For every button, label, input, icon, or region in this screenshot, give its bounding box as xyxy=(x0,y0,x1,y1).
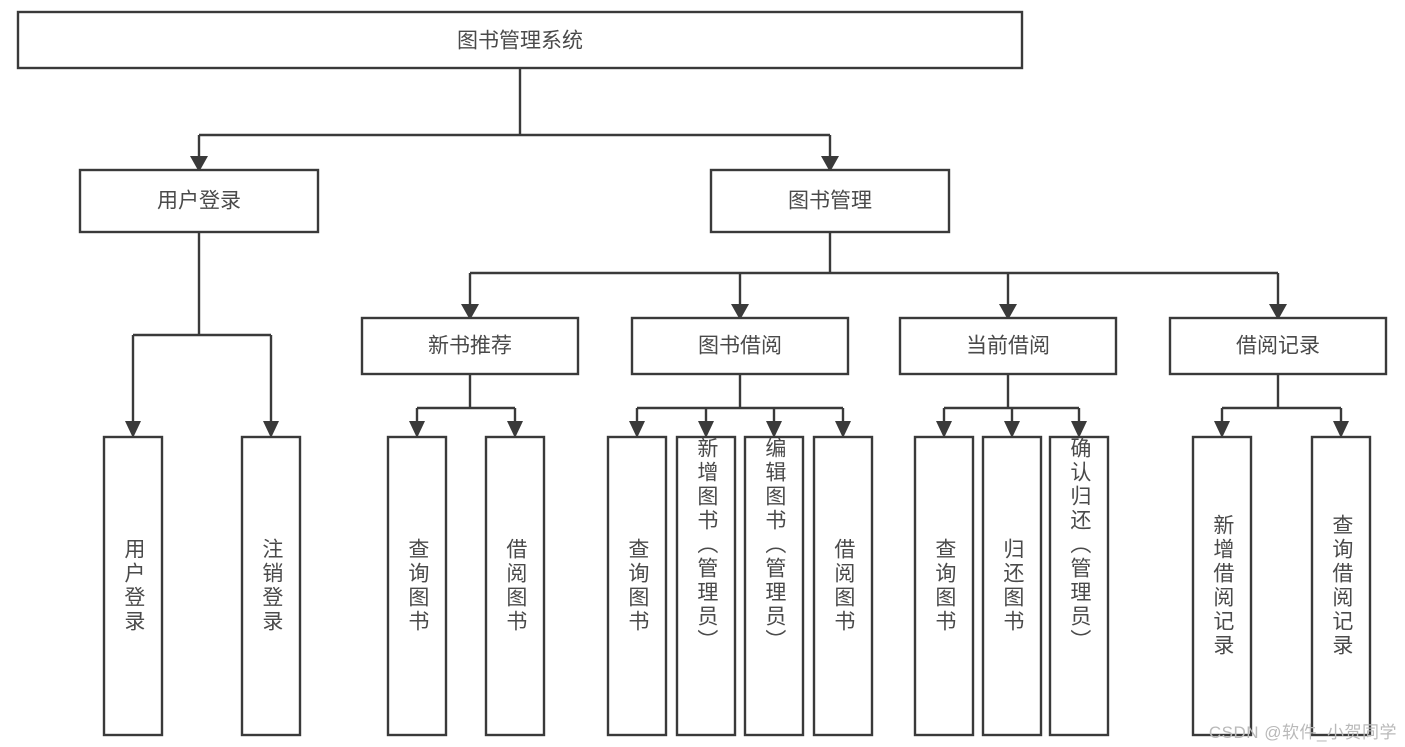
leaf-box-borrow-book-1[interactable] xyxy=(484,435,546,737)
node-borrow-record-label: 借阅记录 xyxy=(1236,335,1320,358)
leaf-box-edit-book[interactable] xyxy=(743,435,805,737)
arrowhead-leaf-add-book xyxy=(698,421,714,438)
node-book-borrow-box[interactable] xyxy=(630,316,850,376)
edge-root-trunk xyxy=(197,68,832,158)
edge-bookborrow-trunk xyxy=(635,374,845,424)
edge-userlogin-trunk xyxy=(131,232,273,424)
arrowhead-leaf-return-book xyxy=(1004,421,1020,438)
arrowhead-book-mgmt xyxy=(821,156,839,172)
node-book-management-box[interactable] xyxy=(709,168,951,234)
arrowhead-new-book-rec xyxy=(461,304,479,320)
leaf-box-confirm-return[interactable] xyxy=(1048,435,1110,737)
arrowhead-leaf-query-book-1 xyxy=(409,421,425,438)
node-new-book-recommend-label: 新书推荐 xyxy=(428,335,512,358)
leaf-box-query-book-3[interactable] xyxy=(913,435,975,737)
node-book-management-label: 图书管理 xyxy=(788,190,872,213)
leaf-box-return-book[interactable] xyxy=(981,435,1043,737)
node-book-management[interactable]: 图书管理 xyxy=(709,168,951,234)
arrowhead-leaf-borrow-book-1 xyxy=(507,421,523,438)
edge-bookmgmt-trunk xyxy=(468,232,1280,306)
leaf-box-add-book[interactable] xyxy=(675,435,737,737)
arrowhead-leaf-logout xyxy=(263,421,279,438)
node-current-borrow-box[interactable] xyxy=(898,316,1118,376)
node-current-borrow-label: 当前借阅 xyxy=(966,335,1050,358)
arrowhead-leaf-borrow-book-2 xyxy=(835,421,851,438)
node-new-book-recommend-box[interactable] xyxy=(360,316,580,376)
node-user-login[interactable]: 用户登录 xyxy=(78,168,320,234)
arrowhead-leaf-add-record xyxy=(1214,421,1230,438)
node-new-book-recommend[interactable]: 新书推荐 xyxy=(360,316,580,376)
node-user-login-label: 用户登录 xyxy=(157,190,241,213)
arrowhead-user-login xyxy=(190,156,208,172)
leaf-box-query-book-1[interactable] xyxy=(386,435,448,737)
node-current-borrow[interactable]: 当前借阅 xyxy=(898,316,1118,376)
arrowhead-leaf-confirm-return xyxy=(1071,421,1087,438)
connector-layer xyxy=(125,68,1349,438)
leaf-box-borrow-book-2[interactable] xyxy=(812,435,874,737)
edge-currentborrow-trunk xyxy=(942,374,1081,424)
node-book-borrow[interactable]: 图书借阅 xyxy=(630,316,850,376)
edge-newbook-trunk xyxy=(415,374,517,424)
edge-borrowrecord-trunk xyxy=(1220,374,1343,424)
arrowhead-leaf-query-book-3 xyxy=(936,421,952,438)
arrowhead-borrow-record xyxy=(1269,304,1287,320)
leaf-box-user-login[interactable] xyxy=(102,435,164,737)
leaf-box-logout[interactable] xyxy=(240,435,302,737)
arrowhead-leaf-query-record xyxy=(1333,421,1349,438)
node-book-borrow-label: 图书借阅 xyxy=(698,335,782,358)
leaf-box-query-book-2[interactable] xyxy=(606,435,668,737)
node-user-login-box[interactable] xyxy=(78,168,320,234)
leaf-box-query-borrow-record[interactable] xyxy=(1310,435,1372,737)
watermark-text: CSDN @软件_小贺同学 xyxy=(1208,723,1397,742)
arrowhead-leaf-user-login xyxy=(125,421,141,438)
leaf-box-add-borrow-record[interactable] xyxy=(1191,435,1253,737)
node-borrow-record-box[interactable] xyxy=(1168,316,1388,376)
arrowhead-leaf-edit-book xyxy=(766,421,782,438)
node-root-box[interactable] xyxy=(16,10,1024,70)
arrowhead-current-borrow xyxy=(999,304,1017,320)
node-root[interactable]: 图书管理系统 xyxy=(16,10,1024,70)
node-borrow-record[interactable]: 借阅记录 xyxy=(1168,316,1388,376)
arrowhead-book-borrow xyxy=(731,304,749,320)
node-root-label: 图书管理系统 xyxy=(457,30,583,53)
arrowhead-leaf-query-book-2 xyxy=(629,421,645,438)
